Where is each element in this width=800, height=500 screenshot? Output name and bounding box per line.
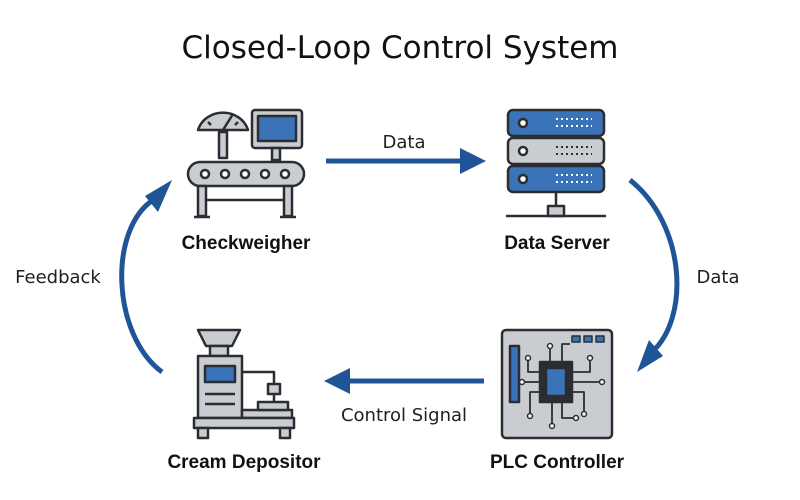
node-cream-depositor: Cream Depositor [167, 328, 321, 473]
edge-cream-depositor-to-checkweigher [119, 180, 172, 375]
node-plc-controller: PLC Controller [490, 328, 625, 473]
depositor-machine-icon [192, 328, 296, 440]
node-label-plc-controller: PLC Controller [490, 452, 625, 473]
node-data-server: Data Server [504, 108, 610, 254]
node-label-cream-depositor: Cream Depositor [167, 452, 321, 473]
diagram-title: Closed-Loop Control System [181, 30, 618, 66]
node-label-data-server: Data Server [504, 233, 610, 254]
node-checkweigher: Checkweigher [182, 108, 311, 254]
edge-data-server-to-plc [628, 178, 680, 372]
server-icon [506, 108, 606, 218]
edge-label-cream-depositor-to-checkweigher: Feedback [15, 267, 101, 288]
edge-label-checkweigher-to-data-server: Data [383, 132, 426, 153]
edge-plc-to-cream-depositor [324, 368, 484, 394]
circuit-board-icon [500, 328, 614, 440]
node-label-checkweigher: Checkweigher [182, 233, 311, 254]
edge-label-data-server-to-plc: Data [697, 267, 740, 288]
edge-label-plc-to-cream-depositor: Control Signal [341, 405, 467, 426]
checkweigher-icon [186, 108, 306, 219]
edge-checkweigher-to-data-server [326, 148, 486, 174]
